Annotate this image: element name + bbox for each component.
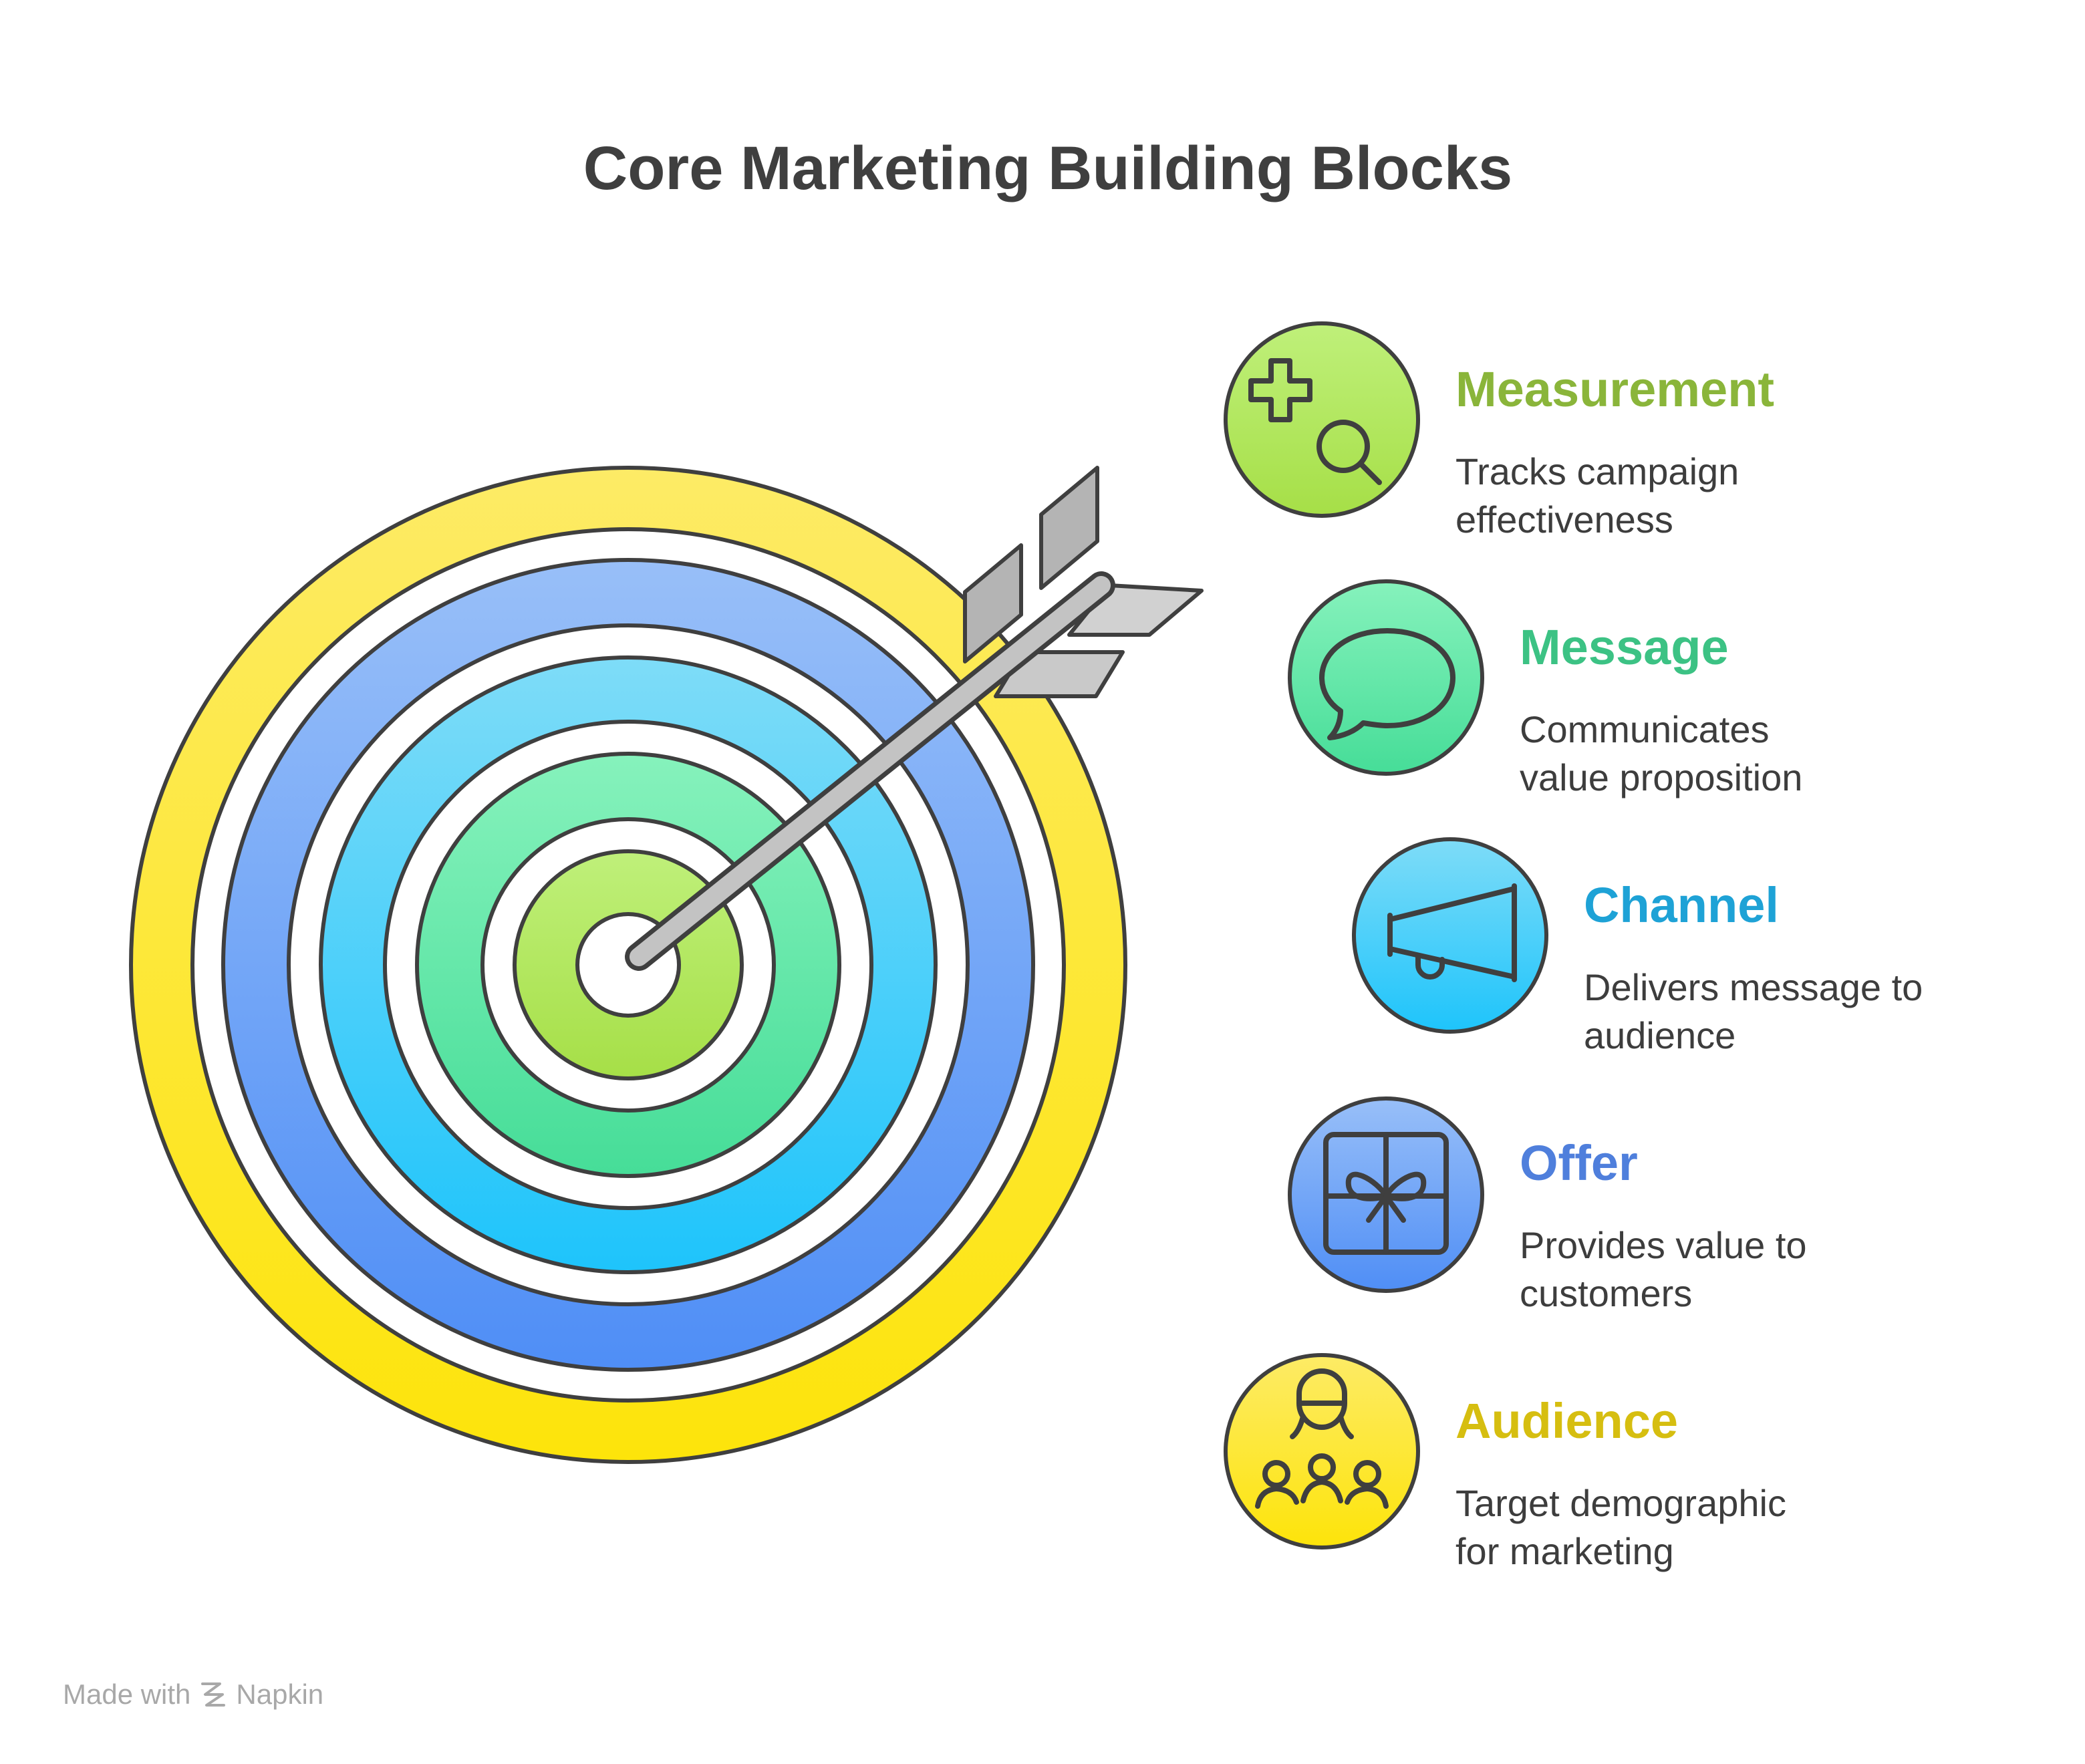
item-description-line: Target demographic	[1455, 1482, 1786, 1524]
footer-made-with: Made with	[63, 1678, 191, 1710]
gift-box-icon	[1323, 1132, 1449, 1255]
item-description-line: effectiveness	[1455, 498, 1673, 541]
item-description-line: for marketing	[1455, 1530, 1674, 1572]
arrow-shaft	[630, 576, 1111, 966]
item-title: Measurement	[1455, 361, 1775, 417]
item-description: Communicates value proposition	[1520, 706, 2085, 802]
footer-brand: Napkin	[236, 1678, 324, 1710]
item-description-line: Delivers message to	[1584, 966, 1923, 1008]
audience-badge	[1224, 1353, 1420, 1550]
item-description-line: value proposition	[1520, 756, 1803, 798]
napkin-logo-icon	[201, 1682, 226, 1707]
arrow-fletch-back-1	[963, 543, 1023, 664]
measurement-badge	[1224, 321, 1420, 518]
item-description-line: Tracks campaign	[1455, 450, 1740, 492]
item-description-line: audience	[1584, 1014, 1736, 1056]
plus-search-icon	[1248, 358, 1382, 485]
item-title: Audience	[1455, 1393, 1679, 1449]
footer: Made with Napkin	[63, 1678, 323, 1711]
channel-badge	[1352, 837, 1548, 1034]
arrow-fletch-back-2	[1039, 466, 1099, 590]
item-title: Offer	[1520, 1135, 1638, 1191]
target	[129, 466, 1127, 1464]
item-description: Provides value to customers	[1520, 1221, 2085, 1318]
message-badge	[1288, 579, 1484, 776]
item-description: Tracks campaign effectiveness	[1455, 448, 2057, 544]
item-description-line: customers	[1520, 1272, 1693, 1314]
item-description-line: Communicates	[1520, 708, 1770, 750]
item-title: Channel	[1584, 877, 1779, 933]
item-description: Target demographic for marketing	[1455, 1479, 2057, 1576]
offer-badge	[1288, 1096, 1484, 1293]
group-icon	[1255, 1368, 1389, 1509]
arrow	[625, 466, 1204, 971]
item-description-line: Provides value to	[1520, 1224, 1807, 1266]
page-title: Core Marketing Building Blocks	[583, 134, 1513, 202]
speech-bubble-icon	[1319, 628, 1455, 740]
megaphone-icon	[1387, 883, 1517, 982]
item-description: Delivers message to audience	[1584, 964, 2085, 1060]
item-title: Message	[1520, 619, 1729, 675]
